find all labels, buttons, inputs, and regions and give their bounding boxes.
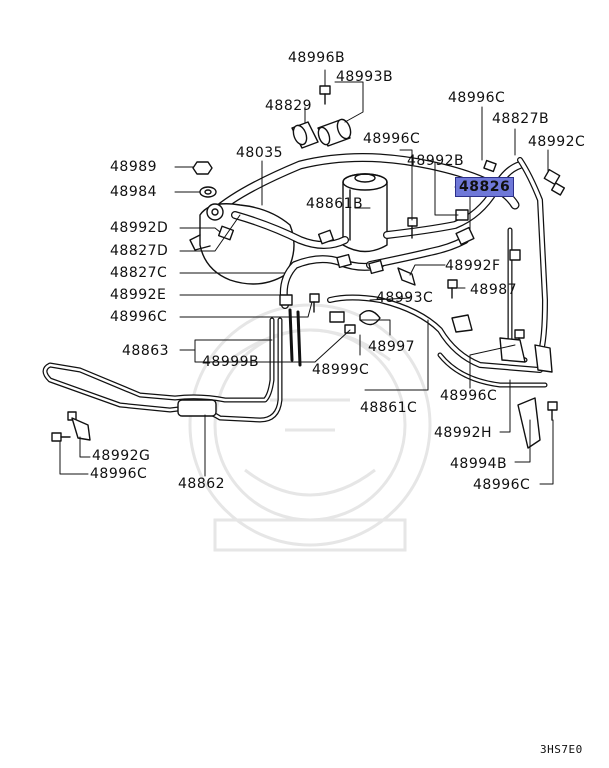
- part-label-48996C-mid[interactable]: 48996C: [363, 131, 421, 147]
- part-label-48827D[interactable]: 48827D: [110, 243, 169, 259]
- part-label-48992C[interactable]: 48992C: [528, 134, 586, 150]
- part-label-48862[interactable]: 48862: [178, 476, 226, 492]
- part-label-48984[interactable]: 48984: [110, 184, 158, 200]
- part-label-48992E[interactable]: 48992E: [110, 287, 167, 303]
- part-label-48863[interactable]: 48863: [122, 343, 170, 359]
- washer-48984-icon: [200, 187, 216, 197]
- part-label-48861C[interactable]: 48861C: [360, 400, 418, 416]
- part-label-48992G[interactable]: 48992G: [92, 448, 151, 464]
- part-label-48992B[interactable]: 48992B: [407, 153, 465, 169]
- part-label-48826-highlighted[interactable]: 48826: [455, 177, 515, 197]
- part-label-48827B[interactable]: 48827B: [492, 111, 550, 127]
- fitting-48829-icon: [291, 118, 353, 148]
- part-label-48996B[interactable]: 48996B: [288, 50, 346, 66]
- part-label-48992D[interactable]: 48992D: [110, 220, 169, 236]
- part-label-48999C[interactable]: 48999C: [312, 362, 370, 378]
- part-label-48999B[interactable]: 48999B: [202, 354, 260, 370]
- part-label-48997[interactable]: 48997: [368, 339, 416, 355]
- part-label-48996C-left[interactable]: 48996C: [110, 309, 168, 325]
- part-label-48996C-bottom-left[interactable]: 48996C: [90, 466, 148, 482]
- part-label-48827C[interactable]: 48827C: [110, 265, 168, 281]
- part-label-48035[interactable]: 48035: [236, 145, 284, 161]
- leader-lines: [60, 70, 553, 484]
- bolts: [52, 161, 564, 448]
- part-label-48993B[interactable]: 48993B: [336, 69, 394, 85]
- part-label-48861B[interactable]: 48861B: [306, 196, 364, 212]
- watermark-emblem: [190, 305, 430, 550]
- part-label-48992H[interactable]: 48992H: [434, 425, 493, 441]
- reservoir-tank-icon: [343, 174, 387, 252]
- part-label-48989[interactable]: 48989: [110, 159, 158, 175]
- part-label-48829[interactable]: 48829: [265, 98, 313, 114]
- part-label-48996C-right[interactable]: 48996C: [440, 388, 498, 404]
- part-label-48993C[interactable]: 48993C: [376, 290, 434, 306]
- part-label-48996C-bottom-right[interactable]: 48996C: [473, 477, 531, 493]
- clamps: [219, 210, 520, 333]
- part-label-48992F[interactable]: 48992F: [445, 258, 501, 274]
- part-label-48987[interactable]: 48987: [470, 282, 518, 298]
- nut-48989-icon: [192, 161, 213, 175]
- part-label-48994B[interactable]: 48994B: [450, 456, 508, 472]
- bolt-48996B-icon: [320, 86, 330, 104]
- diagram-code: 3HS7E0: [540, 743, 583, 756]
- part-label-48996C-top-right[interactable]: 48996C: [448, 90, 506, 106]
- damper-block-icon: [178, 400, 216, 416]
